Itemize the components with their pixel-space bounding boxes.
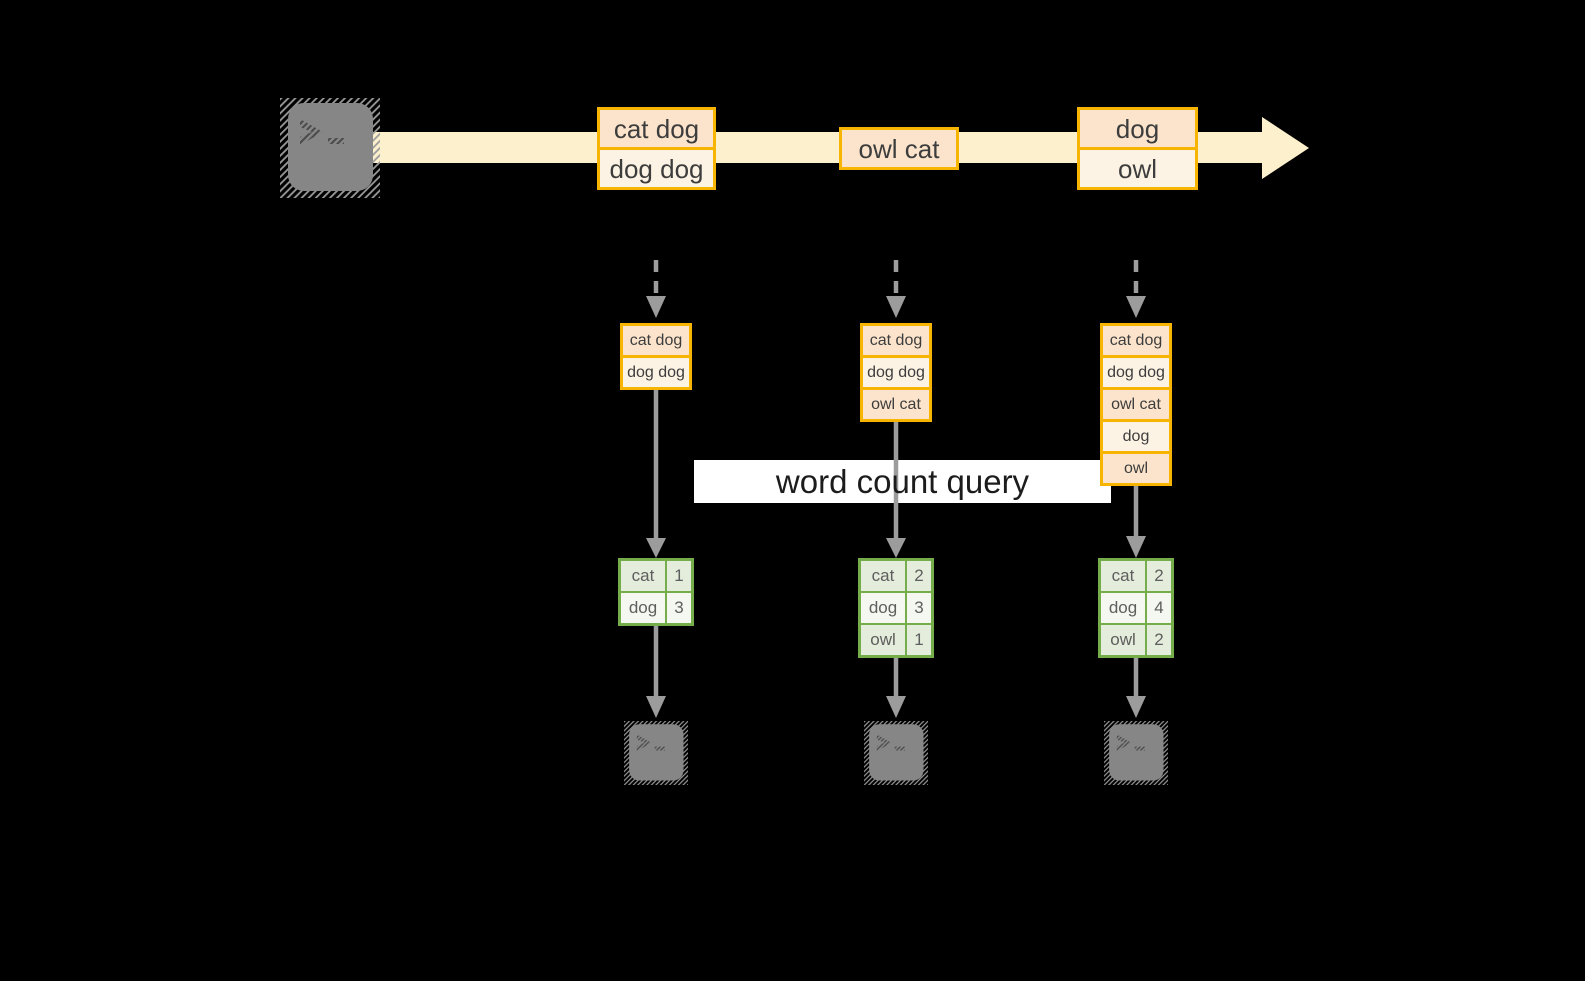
down-arrow-icon [1126,484,1146,558]
down-arrow-icon [1126,260,1146,318]
count-word-cell: owl [861,625,907,655]
stream-record: dog dog [600,147,713,187]
terminal-icon [280,98,380,198]
count-value-cell: 1 [667,561,691,591]
down-arrow-icon [886,260,906,318]
count-word-cell: dog [1101,593,1147,623]
stream-arrow-head-icon [1262,117,1309,179]
count-word-cell: cat [861,561,907,591]
input-state-box-2: cat dog dog dog owl cat [860,323,932,422]
count-row: cat 2 [861,561,931,591]
stream-record: dog [1080,110,1195,147]
count-row: dog 3 [861,591,931,623]
count-row: owl 1 [861,623,931,655]
down-arrow-icon [646,390,666,558]
count-word-cell: cat [1101,561,1147,591]
count-word-cell: cat [621,561,667,591]
state-row: owl cat [863,387,929,419]
down-arrow-icon [646,260,666,318]
down-arrow-icon [886,420,906,558]
count-value-cell: 2 [907,561,931,591]
count-word-cell: dog [861,593,907,623]
stream-batch-3: dog owl [1077,107,1198,190]
query-label: word count query [775,462,1030,500]
count-row: owl 2 [1101,623,1171,655]
count-row: dog 4 [1101,591,1171,623]
stream-record: owl [1080,147,1195,187]
count-row: cat 2 [1101,561,1171,591]
down-arrow-icon [1126,658,1146,718]
state-row: owl [1103,451,1169,483]
state-row: owl cat [1103,387,1169,419]
count-value-cell: 3 [907,593,931,623]
count-value-cell: 3 [667,593,691,623]
count-value-cell: 4 [1147,593,1171,623]
state-row: dog dog [1103,355,1169,387]
count-table-2: cat 2 dog 3 owl 1 [858,558,934,658]
count-word-cell: owl [1101,625,1147,655]
state-row: dog dog [623,355,689,387]
count-table-3: cat 2 dog 4 owl 2 [1098,558,1174,658]
count-value-cell: 1 [907,625,931,655]
count-row: cat 1 [621,561,691,591]
stream-batch-2: owl cat [839,127,959,170]
count-value-cell: 2 [1147,561,1171,591]
count-row: dog 3 [621,591,691,623]
count-word-cell: dog [621,593,667,623]
count-table-1: cat 1 dog 3 [618,558,694,626]
state-row: cat dog [1103,326,1169,355]
stream-batch-1: cat dog dog dog [597,107,716,190]
state-row: dog dog [863,355,929,387]
terminal-icon [624,721,688,785]
input-state-box-1: cat dog dog dog [620,323,692,390]
state-row: cat dog [863,326,929,355]
down-arrow-icon [886,658,906,718]
stream-record: cat dog [600,110,713,147]
terminal-icon [1104,721,1168,785]
state-row: dog [1103,419,1169,451]
count-value-cell: 2 [1147,625,1171,655]
stream-record: owl cat [842,130,956,167]
query-banner [694,460,1111,503]
terminal-icon [864,721,928,785]
state-row: cat dog [623,326,689,355]
input-state-box-3: cat dog dog dog owl cat dog owl [1100,323,1172,486]
down-arrow-icon [646,626,666,718]
